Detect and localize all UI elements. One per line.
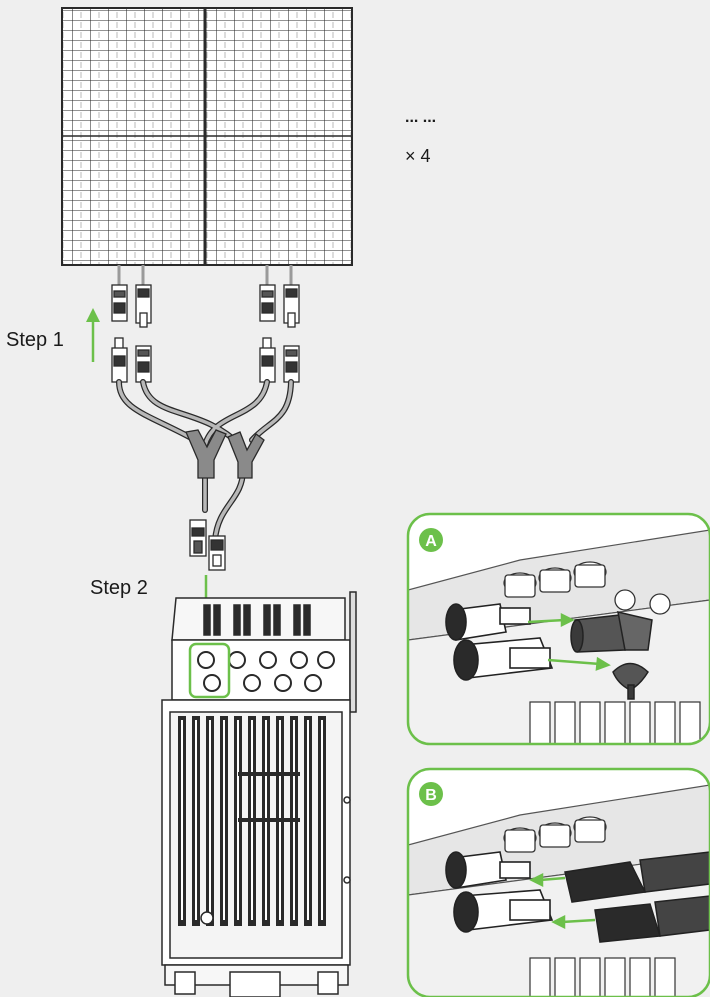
y-branch-connector-icon <box>185 429 265 479</box>
step1-arrow-icon <box>86 308 100 362</box>
badge-a: A <box>419 528 443 552</box>
detail-panel-b <box>406 767 710 997</box>
mc4-connector-icon <box>189 519 226 571</box>
step2-label: Step 2 <box>90 577 148 599</box>
ellipsis-label: ... ... <box>405 109 436 126</box>
multiplier-label: × 4 <box>405 146 431 166</box>
inverter-icon <box>161 591 357 997</box>
svg-text:B: B <box>425 787 437 804</box>
step1-label: Step 1 <box>6 329 64 351</box>
solar-panel-icon <box>61 7 353 266</box>
badge-b: B <box>419 782 443 806</box>
svg-text:A: A <box>425 533 437 550</box>
detail-panel-a <box>406 512 710 746</box>
mc4-connector-icon <box>111 284 300 383</box>
pv-port-highlight <box>188 642 231 699</box>
panel-leads <box>117 265 293 285</box>
